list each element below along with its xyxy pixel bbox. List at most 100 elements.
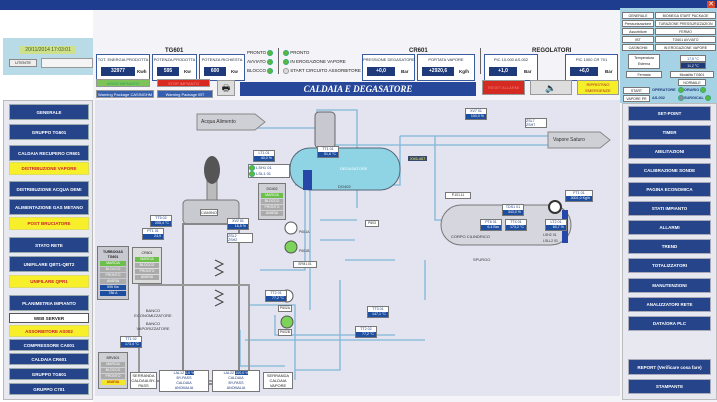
status-value: BIOMEGA START PACKAGE [655, 12, 716, 19]
kpi-label: TOT. ENERGIA PRODOTTA [97, 57, 149, 62]
temperature-label: Temperatura Esterna [628, 54, 660, 69]
start-plant-button[interactable]: AVVIO IMPIANTO [96, 79, 150, 87]
nav-alimentazione-gas-metano[interactable]: ALIMENTAZIONE GAS METANO [9, 199, 89, 215]
as002-label: AS-002 [652, 96, 665, 100]
start-button[interactable]: START [623, 87, 650, 94]
nav-gruppo-tg601[interactable]: GRUPPO TG601 [9, 124, 89, 140]
nav-stato-rete[interactable]: STATO RETE [9, 237, 89, 253]
user-button[interactable]: UTENTE [9, 59, 37, 67]
item: CALDAIA [228, 376, 244, 380]
nav-gruppo-c701[interactable]: GRUPPO C701 [9, 383, 89, 395]
degasser-dome [314, 111, 336, 149]
nav-unifilare-qpr1[interactable]: UNIFILARE QPR1 [9, 275, 89, 288]
nav-gruppo-tg601[interactable]: GRUPPO TG601 [9, 368, 89, 380]
state: BLOCCO [101, 368, 125, 373]
nav-totalizzatori[interactable]: TOTALIZZATORI [628, 258, 711, 273]
nav-post-bruciatore[interactable]: POST BRUCIATORE [9, 217, 89, 230]
printer-icon[interactable]: 🖶 [217, 80, 235, 96]
nav-compressore-ca001[interactable]: COMPRESSORE CA001 [9, 339, 89, 351]
tag-value: 77,2 °C [356, 332, 376, 337]
kpi-value: +0,0 [367, 67, 395, 76]
kpi-label: POTENZA RICHIESTA [201, 57, 243, 62]
box-title: TURBOGAS TG601 [102, 250, 124, 259]
steam-button[interactable]: VAPORE PR [623, 95, 650, 102]
nav-abilitazioni[interactable]: ABILITAZIONI [628, 144, 711, 159]
nav-data-ora-plc[interactable]: DATA/ORA PLC [628, 316, 711, 331]
nav-distribuzione-acqua-demi[interactable]: DISTRIBUZIONE ACQUA DEMI [9, 181, 89, 197]
nav-allarmi[interactable]: ALLARMI [628, 220, 711, 235]
switch-label: ZSL7 [526, 119, 535, 123]
stop-plant-button[interactable]: STOP IMPIANTO [157, 79, 210, 87]
pipe-feed [260, 165, 357, 310]
nav-caldaia-cr601[interactable]: CALDAIA CR601 [9, 353, 89, 365]
nav-timer[interactable]: TIMER [628, 125, 711, 140]
nav-generale[interactable]: GENERALE [9, 104, 89, 120]
nav-report-verificare-cosa-fare-[interactable]: REPORT (Verificare cosa fare) [628, 359, 711, 375]
tag-value: 40,0 % [254, 156, 274, 161]
nav-set-point[interactable]: SET-POINT [628, 106, 711, 121]
state: BLOCCO [100, 267, 126, 272]
nav-web-server[interactable]: WEB SERVER [9, 313, 89, 323]
kpi-unit: Kw [231, 69, 238, 74]
tag-name: TT1 02 [125, 337, 137, 341]
fermata-button[interactable]: Fermata [626, 71, 662, 78]
state-label: START CIRCUITO ASSORBITORE [290, 68, 361, 74]
state: BLOCCO [135, 263, 159, 268]
nav-assorbitore-as002[interactable]: ASSORBITORE AS002 [9, 325, 89, 337]
warning-package-ibt[interactable]: Warning Package IBT [157, 90, 213, 98]
nav-stampante[interactable]: STAMPANTE [628, 379, 711, 394]
led-icon [678, 87, 684, 93]
status-label: Assorbitore [622, 28, 654, 35]
pump-label: P603 [365, 220, 379, 227]
led-icon [249, 171, 255, 177]
nav-unifilare-qbt1-qbt2[interactable]: UNIFILARE QBT1-QBT2 [9, 256, 89, 272]
kpi-unit: Bar [524, 69, 532, 74]
damper-bypass-label: SERRANDA CALDAIA BY-PASS [130, 372, 157, 389]
kpi-unit: Kg/h [459, 69, 469, 74]
nav-pagina-economica[interactable]: PAGINA ECONOMICA [628, 182, 711, 197]
tag-value: 147,1 °C [368, 312, 388, 317]
speaker-icon[interactable]: 🔈 [530, 80, 572, 95]
close-icon[interactable]: ✕ [707, 1, 715, 9]
status-label: IBT [622, 36, 654, 43]
warning-package-casinghm[interactable]: Warning Package CASINGHM [96, 90, 154, 98]
kpi-unit: Bar [401, 69, 409, 74]
state-label: PRONTO [247, 50, 267, 56]
state: AVARIA [100, 279, 126, 284]
tag-id: LAL1Z [173, 371, 185, 375]
state: AVARIA [135, 275, 159, 280]
restore-emergency-button[interactable]: RIPRISTINO EMERGENZE [577, 80, 619, 95]
nav-caldaia-recupero-cr601[interactable]: CALDAIA RECUPERO CR601 [9, 145, 89, 161]
nav-planimetria-impianto[interactable]: PLANIMETRIA IMPIANTO [9, 295, 89, 311]
nav-stati-impianto[interactable]: STATI IMPIANTO [628, 201, 711, 216]
cr601-state-ready: PRONTO [283, 50, 309, 56]
status-value: IN EROGAZIONE VAPORE [655, 44, 716, 51]
nav-trend[interactable]: TREND [628, 239, 711, 254]
nav-calibrazione-sonde[interactable]: CALIBRAZIONE SONDE [628, 163, 711, 178]
nav-analizzatori-rete[interactable]: ANALIZZATORI RETE [628, 297, 711, 312]
user-field[interactable] [41, 58, 93, 68]
nav-manutenzioni[interactable]: MANUTENZIONI [628, 278, 711, 293]
nav-distribuzione-vapore[interactable]: DISTRIBUZIONE VAPORE [9, 162, 89, 175]
tg601-title: TG601 [165, 48, 184, 54]
process-diagram: Acqua Alimento Vapore Saturo DEGASATORE … [95, 100, 620, 396]
steam-label: Vapore Saturo [553, 137, 585, 143]
degasser-level [303, 170, 312, 190]
tag-value: 173,2 °C [506, 225, 526, 230]
led-icon [704, 95, 711, 101]
pump-label: P602B [278, 329, 292, 336]
reset-alarms-button[interactable]: RESET ALLARMI [482, 80, 525, 95]
feedwater-label: Acqua Alimento [201, 119, 236, 125]
kpi-value: 600 [204, 67, 226, 76]
